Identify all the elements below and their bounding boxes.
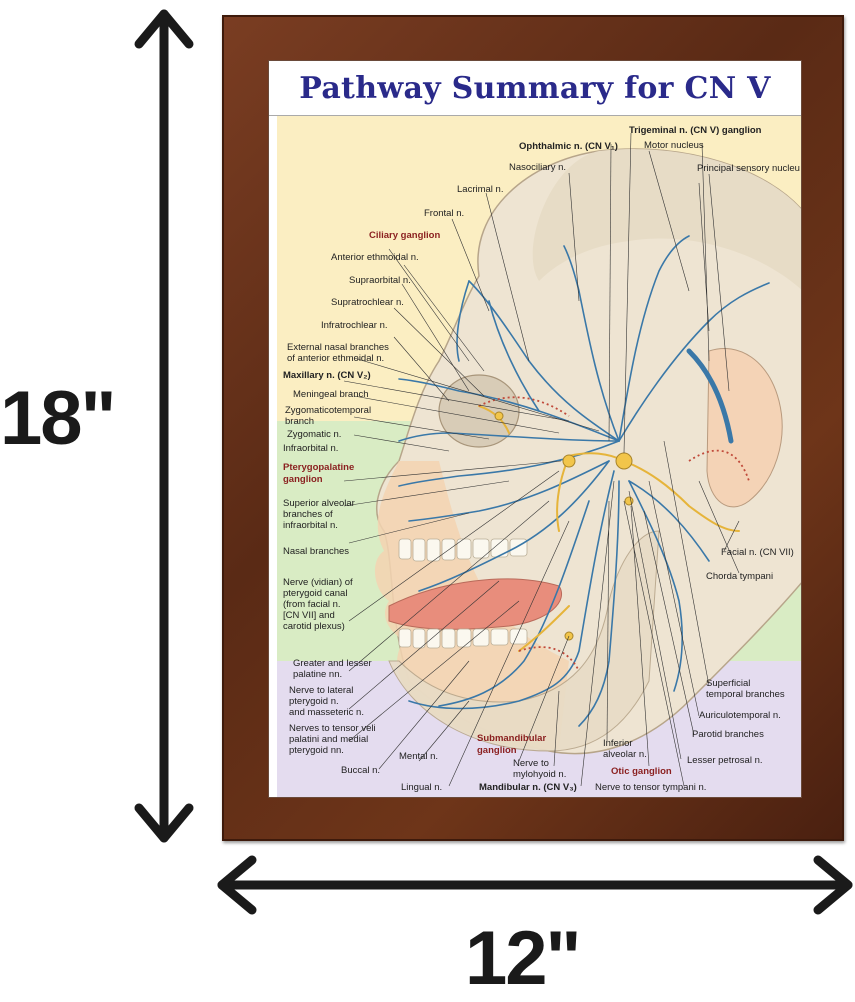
label-ophthalmic-nerve: Ophthalmic n. (CN V₁) bbox=[519, 141, 618, 152]
label-mandibular-nerve: Mandibular n. (CN V₃) bbox=[479, 782, 577, 793]
label-facial-nerve: Facial n. (CN VII) bbox=[721, 547, 794, 558]
label-lateral-pterygoid-1: Nerve to lateral bbox=[289, 685, 354, 696]
nerve-pathway-dotted bbox=[478, 396, 750, 672]
label-vidian-4: [CN VII] and bbox=[283, 610, 335, 621]
label-pterygopalatine-1: Pterygopalatine bbox=[283, 462, 355, 473]
label-column-white bbox=[269, 116, 277, 797]
height-arrow-up-head bbox=[134, 9, 194, 49]
teeth bbox=[398, 538, 528, 649]
label-lateral-pterygoid-3: and masseteric n. bbox=[289, 707, 364, 718]
label-supraorbital: Supraorbital n. bbox=[349, 275, 411, 286]
label-external-nasal-1: External nasal branches bbox=[287, 342, 389, 353]
otic-ganglion-shape bbox=[624, 496, 634, 506]
ear-region bbox=[706, 347, 783, 508]
poster-title: Pathway Summary for CN V bbox=[299, 70, 771, 106]
label-pterygopalatine-2: ganglion bbox=[283, 474, 323, 485]
label-tensor-veli-3: pterygoid nn. bbox=[289, 745, 344, 756]
label-palatine-1: Greater and lesser bbox=[293, 658, 372, 669]
label-tensor-veli-1: Nerves to tensor veli bbox=[289, 723, 376, 734]
height-dimension-label: 18" bbox=[0, 376, 117, 461]
label-parotid-branches: Parotid branches bbox=[692, 729, 764, 740]
label-infratrochlear: Infratrochlear n. bbox=[321, 320, 388, 331]
label-supratrochlear: Supratrochlear n. bbox=[331, 297, 404, 308]
label-mylohyoid-1: Nerve to bbox=[513, 758, 549, 769]
label-buccal-nerve: Buccal n. bbox=[341, 765, 381, 776]
ciliary-ganglion-shape bbox=[494, 411, 504, 421]
label-superior-alveolar-2: branches of bbox=[283, 509, 333, 520]
label-vidian-1: Nerve (vidian) of bbox=[283, 577, 353, 588]
label-superior-alveolar-3: infraorbital n. bbox=[283, 520, 338, 531]
label-trigeminal-ganglion: Trigeminal n. (CN V) ganglion bbox=[629, 125, 762, 136]
label-lacrimal-nerve: Lacrimal n. bbox=[457, 184, 504, 195]
label-mylohyoid-2: mylohyoid n. bbox=[513, 769, 567, 780]
label-zygomaticotemporal-1: Zygomaticotemporal bbox=[285, 405, 372, 416]
poster-title-bar: Pathway Summary for CN V bbox=[269, 61, 801, 116]
label-superficial-temporal-1: Superficial bbox=[706, 678, 751, 689]
label-auriculotemporal: Auriculotemporal n. bbox=[699, 710, 781, 721]
label-motor-nucleus: Motor nucleus bbox=[644, 140, 704, 151]
label-anterior-ethmoidal: Anterior ethmoidal n. bbox=[331, 252, 419, 263]
label-inferior-alveolar-2: alveolar n. bbox=[603, 749, 647, 760]
label-infraorbital-nerve: Infraorbital n. bbox=[283, 443, 339, 454]
label-zygomatic-nerve: Zygomatic n. bbox=[287, 429, 342, 440]
label-tensor-veli-2: palatini and medial bbox=[289, 734, 369, 745]
label-submandibular-2: ganglion bbox=[477, 745, 517, 756]
trigeminal-ganglion-shape bbox=[615, 452, 633, 470]
label-superior-alveolar-1: Superior alveolar bbox=[283, 498, 355, 509]
skull-nerve-illustration bbox=[343, 132, 801, 787]
label-nasal-branches: Nasal branches bbox=[283, 546, 350, 557]
vessel bbox=[686, 348, 734, 444]
label-nerve-to-tensor-tympani: Nerve to tensor tympani n. bbox=[595, 782, 707, 793]
width-dimension-label: 12" bbox=[465, 916, 582, 1001]
pterygopalatine-ganglion-shape bbox=[562, 454, 576, 468]
mandible bbox=[388, 530, 660, 752]
label-mental-nerve: Mental n. bbox=[399, 751, 439, 762]
label-chorda-tympani: Chorda tympani bbox=[706, 571, 774, 582]
label-leader-lines bbox=[343, 132, 740, 787]
width-arrow-left-head bbox=[217, 855, 257, 915]
orbit bbox=[438, 374, 520, 448]
label-principal-sensory-nucleus: Principal sensory nucleu bbox=[697, 163, 800, 174]
label-lingual-nerve: Lingual n. bbox=[401, 782, 443, 793]
label-palatine-2: palatine nn. bbox=[293, 669, 343, 680]
label-zygomaticotemporal-2: branch bbox=[285, 416, 315, 427]
width-arrow-right-head bbox=[813, 855, 853, 915]
label-nasociliary-nerve: Nasociliary n. bbox=[509, 162, 567, 173]
label-meningeal-branch: Meningeal branch bbox=[293, 389, 369, 400]
label-otic-ganglion: Otic ganglion bbox=[611, 766, 672, 777]
label-external-nasal-2: of anterior ethmoidal n. bbox=[287, 353, 385, 364]
label-superficial-temporal-2: temporal branches bbox=[706, 689, 785, 700]
label-vidian-3: (from facial n. bbox=[283, 599, 341, 610]
label-maxillary-nerve: Maxillary n. (CN V₂) bbox=[283, 370, 371, 381]
label-lateral-pterygoid-2: pterygoid n. bbox=[289, 696, 339, 707]
label-lesser-petrosal: Lesser petrosal n. bbox=[687, 755, 763, 766]
label-ciliary-ganglion: Ciliary ganglion bbox=[369, 230, 441, 241]
skull-vault-shade bbox=[532, 149, 801, 290]
height-arrow-down-head bbox=[134, 803, 194, 843]
label-vidian-5: carotid plexus) bbox=[283, 621, 345, 632]
anatomy-poster: Pathway Summary for CN V bbox=[268, 60, 802, 798]
label-vidian-2: pterygoid canal bbox=[283, 588, 348, 599]
label-submandibular-1: Submandibular bbox=[477, 733, 547, 744]
label-inferior-alveolar-1: Inferior bbox=[603, 738, 633, 749]
label-frontal-nerve: Frontal n. bbox=[424, 208, 465, 219]
